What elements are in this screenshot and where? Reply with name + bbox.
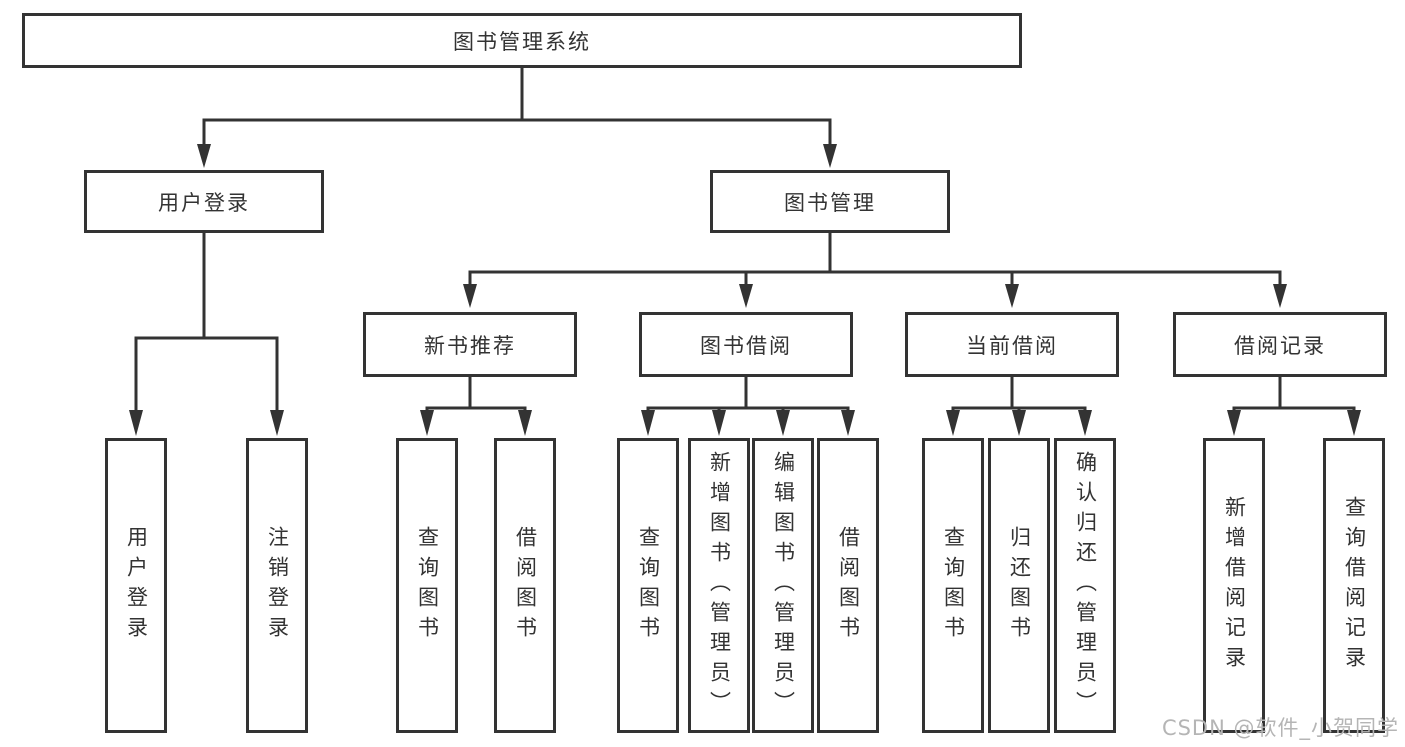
node-new-book-recommend: 新书推荐: [363, 312, 577, 377]
leaf-logout: 注销登录: [246, 438, 308, 733]
leaf-query-books-current: 查询图书: [922, 438, 984, 733]
leaf-add-borrow-record: 新增借阅记录: [1203, 438, 1265, 733]
leaf-query-borrow-record: 查询借阅记录: [1323, 438, 1385, 733]
leaf-borrow-books-recommend: 借阅图书: [494, 438, 556, 733]
node-book-management: 图书管理: [710, 170, 950, 233]
leaf-confirm-return-admin: 确认归还（管理员）: [1054, 438, 1116, 733]
node-book-borrowing: 图书借阅: [639, 312, 853, 377]
leaf-user-login: 用户登录: [105, 438, 167, 733]
node-current-borrowing: 当前借阅: [905, 312, 1119, 377]
leaf-query-books-recommend: 查询图书: [396, 438, 458, 733]
leaf-return-book: 归还图书: [988, 438, 1050, 733]
watermark: CSDN @软件_小贺同学: [1161, 716, 1399, 740]
leaf-query-books-borrowing: 查询图书: [617, 438, 679, 733]
node-user-login: 用户登录: [84, 170, 324, 233]
leaf-borrow-books-borrowing: 借阅图书: [817, 438, 879, 733]
leaf-add-book-admin: 新增图书（管理员）: [688, 438, 750, 733]
leaf-edit-book-admin: 编辑图书（管理员）: [752, 438, 814, 733]
node-library-system: 图书管理系统: [22, 13, 1022, 68]
node-borrow-records: 借阅记录: [1173, 312, 1387, 377]
